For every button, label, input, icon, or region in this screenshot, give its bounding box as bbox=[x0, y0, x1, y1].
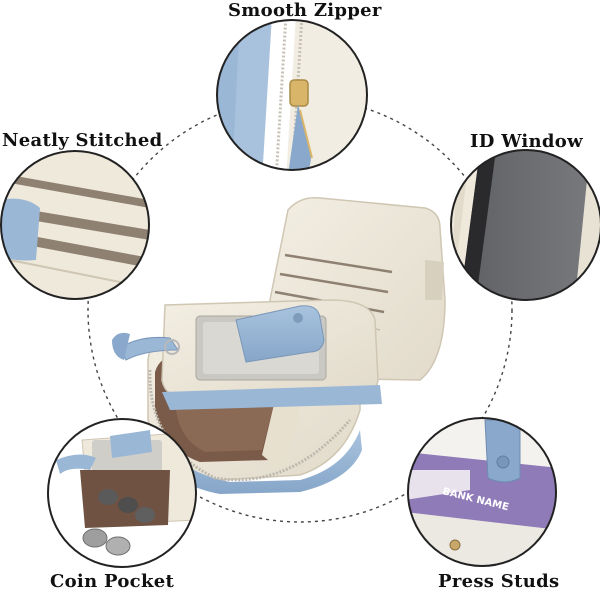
label-neatly-stitched: Neatly Stitched bbox=[2, 130, 163, 151]
id-window-detail-circle bbox=[450, 149, 600, 301]
press-studs-detail-circle: BANK NAME bbox=[407, 417, 557, 567]
label-press-studs: Press Studs bbox=[438, 571, 560, 592]
label-id-window: ID Window bbox=[470, 131, 583, 152]
zipper-detail-circle bbox=[216, 19, 368, 171]
stitched-detail-circle bbox=[0, 150, 150, 300]
dashed-ring bbox=[87, 97, 513, 523]
wallet-main bbox=[112, 197, 446, 494]
label-smooth-zipper: Smooth Zipper bbox=[228, 0, 382, 21]
label-coin-pocket: Coin Pocket bbox=[50, 571, 175, 592]
coin-pocket-detail-circle bbox=[47, 418, 197, 568]
